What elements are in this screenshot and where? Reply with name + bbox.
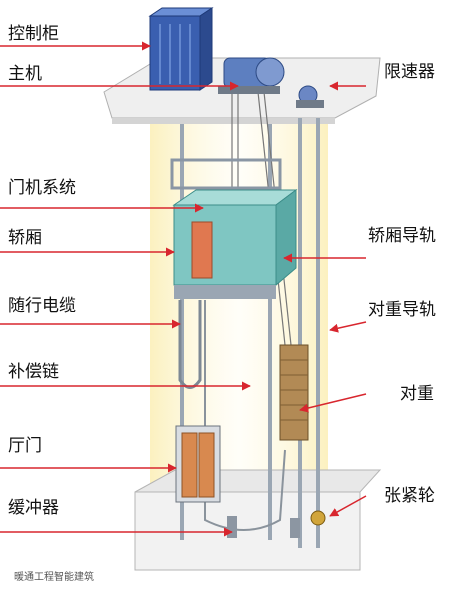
- label-traveling-cable: 随行电缆: [8, 296, 76, 316]
- tension-pulley-wheel: [310, 510, 326, 526]
- compensation-chain-path: [204, 300, 286, 531]
- label-compensation-chain: 补偿链: [8, 362, 59, 382]
- label-hall-door: 厅门: [8, 436, 42, 456]
- traction-machine: [218, 57, 285, 94]
- label-counterweight-guide-rail: 对重导轨: [368, 300, 436, 320]
- label-door-machine-system: 门机系统: [8, 178, 76, 198]
- hall-door-frame: [175, 425, 221, 503]
- label-car: 轿厢: [8, 228, 42, 248]
- watermark: 暖通工程智能建筑: [14, 572, 94, 583]
- buffers: [227, 516, 300, 538]
- label-counterweight: 对重: [400, 384, 434, 404]
- callout-arrows: [0, 41, 367, 537]
- control-cabinet: [148, 7, 214, 91]
- label-control-cabinet: 控制柜: [8, 24, 59, 44]
- label-buffer: 缓冲器: [8, 498, 59, 518]
- label-main-machine: 主机: [8, 64, 42, 84]
- car-assembly: [170, 158, 298, 299]
- counterweight-block: [279, 344, 309, 441]
- label-tension-pulley: 张紧轮: [384, 486, 435, 506]
- speed-governor-unit: [296, 85, 324, 108]
- pit-base: [134, 469, 382, 571]
- traveling-cable-loop: [178, 300, 202, 389]
- label-speed-governor: 限速器: [384, 62, 435, 82]
- label-car-guide-rail: 轿厢导轨: [368, 226, 436, 246]
